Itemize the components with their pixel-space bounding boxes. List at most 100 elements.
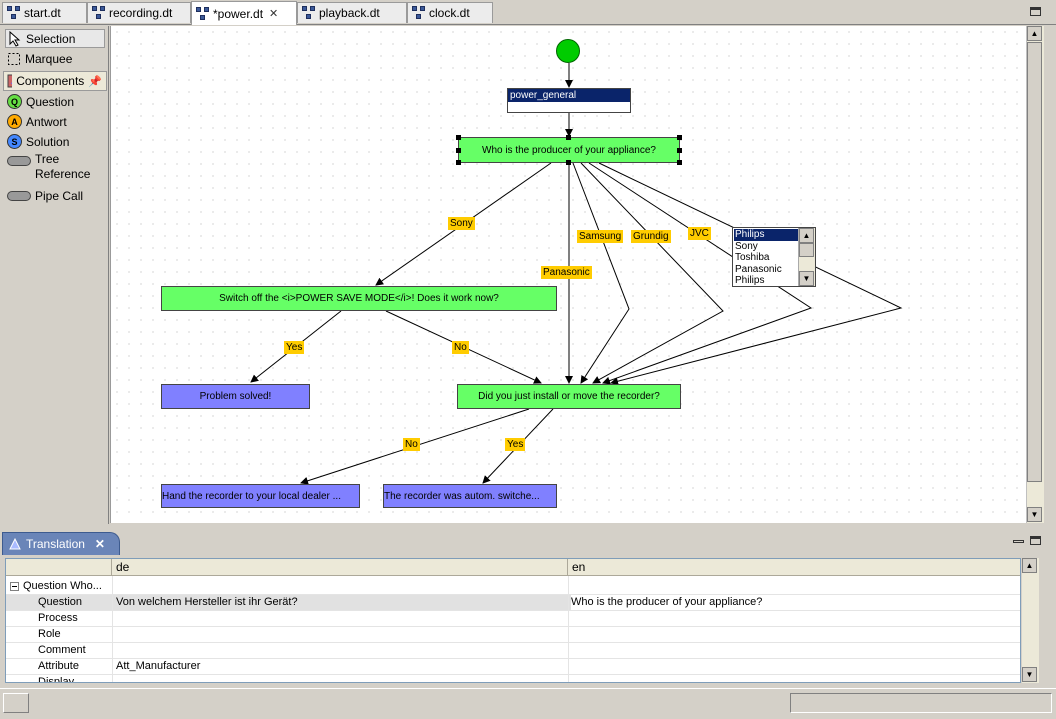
tab-start[interactable]: start.dt [2,2,87,23]
translation-table: de en Question Who... Question Von welch… [5,558,1021,683]
solution-label: Solution [26,134,70,149]
status-field [3,693,29,713]
selection-handle[interactable] [456,148,461,153]
selection-tool[interactable]: Selection [5,29,105,48]
row-de[interactable]: Von welchem Hersteller ist ihr Gerät? [116,596,298,608]
tab-recording[interactable]: recording.dt [87,2,191,23]
scroll-thumb[interactable] [799,243,814,257]
list-item[interactable]: Philips [734,229,798,241]
column-header-en[interactable]: en [568,559,1020,576]
diagram-canvas[interactable]: power_general Who is the producer of you… [110,26,1026,523]
selection-label: Selection [26,31,76,46]
pill-icon [7,156,31,166]
minimize-icon[interactable] [1013,540,1024,543]
maximize-icon[interactable] [1030,536,1041,545]
label-no[interactable]: No [452,341,469,354]
row-de[interactable] [116,627,566,642]
table-row[interactable]: Process [6,611,1020,627]
marquee-tool[interactable]: Marquee [5,49,105,68]
pipe-call-tool[interactable]: Pipe Call [5,186,105,205]
list-item[interactable]: Toshiba [735,252,770,263]
selection-handle[interactable] [677,148,682,153]
pin-icon[interactable]: 📌 [88,75,102,88]
components-drawer[interactable]: Components 📌 [3,71,107,91]
connections-layer [250,63,903,485]
tab-clock[interactable]: clock.dt [407,2,493,23]
scroll-down-icon[interactable]: ▼ [799,271,814,286]
column-header-de[interactable]: de [112,559,568,576]
arrow-cursor-icon [9,30,21,47]
collapse-icon[interactable] [10,579,20,594]
row-en[interactable] [571,627,1020,642]
table-row[interactable]: Question Von welchem Hersteller ist ihr … [6,595,1020,611]
row-de[interactable] [116,675,566,682]
tab-playback[interactable]: playback.dt [297,2,407,23]
scroll-down-icon[interactable]: ▼ [1027,507,1042,522]
table-vertical-scrollbar[interactable]: ▲ ▼ [1022,558,1039,683]
table-row[interactable]: Role [6,627,1020,643]
solution-tool[interactable]: S Solution [5,132,105,151]
label-samsung[interactable]: Samsung [577,230,624,243]
selection-handle[interactable] [677,135,682,140]
scroll-up-icon[interactable]: ▲ [799,228,814,243]
selection-handle[interactable] [456,135,461,140]
label-yes[interactable]: Yes [284,341,305,354]
tab-label: recording.dt [109,6,173,20]
row-de[interactable] [116,611,566,626]
label-panasonic[interactable]: Panasonic [541,266,592,279]
table-row[interactable]: Display [6,675,1020,682]
row-key: Question [38,596,83,608]
row-en[interactable] [571,643,1020,658]
question-producer-node[interactable]: Who is the producer of your appliance? [458,137,680,163]
table-row[interactable]: Question Who... [6,579,1020,595]
tab-translation[interactable]: Translation ✕ [2,532,120,555]
solution-autom-node[interactable]: The recorder was autom. switche... [383,484,557,508]
close-icon[interactable]: ✕ [94,537,105,551]
label-no[interactable]: No [403,438,420,451]
label-grundig[interactable]: Grundig [631,230,671,243]
solution-solved-node[interactable]: Problem solved! [161,384,310,409]
selection-handle[interactable] [456,160,461,165]
label-sony[interactable]: Sony [448,217,475,230]
selection-handle[interactable] [677,160,682,165]
tree-node[interactable]: power_general [507,88,631,113]
row-de[interactable]: Att_Manufacturer [116,660,201,672]
canvas-vertical-scrollbar[interactable]: ▲ ▼ [1026,26,1044,523]
row-en[interactable] [571,611,1020,626]
row-key: Comment [38,644,86,656]
solution-icon: S [7,134,22,149]
row-en[interactable] [571,659,1020,674]
tab-power[interactable]: *power.dt ✕ [191,1,297,25]
label-jvc[interactable]: JVC [688,227,711,240]
scroll-up-icon[interactable]: ▲ [1027,26,1042,41]
question-switch-node[interactable]: Switch off the <i>POWER SAVE MODE</i>! D… [161,286,557,311]
maximize-icon[interactable] [1030,7,1041,16]
tree-reference-tool[interactable]: Tree Reference [5,152,105,186]
selection-handle[interactable] [566,135,571,140]
scroll-thumb[interactable] [1027,42,1042,482]
list-item[interactable]: Philips [735,275,765,286]
column-header-key[interactable] [6,559,112,576]
row-en[interactable]: Who is the producer of your appliance? [571,595,1020,610]
tab-label: playback.dt [319,6,380,20]
question-install-node[interactable]: Did you just install or move the recorde… [457,384,681,409]
row-en[interactable] [571,675,1020,682]
row-de[interactable] [116,643,566,658]
table-row[interactable]: Attribute Att_Manufacturer [6,659,1020,675]
listbox-scrollbar[interactable]: ▲ ▼ [798,228,815,286]
question-tool[interactable]: Q Question [5,92,105,111]
pill-icon [7,190,31,201]
table-row[interactable]: Comment [6,643,1020,659]
list-item[interactable]: Sony [735,240,758,252]
answer-tool[interactable]: A Antwort [5,112,105,131]
question-icon: Q [7,94,22,109]
scroll-up-icon[interactable]: ▲ [1022,558,1037,573]
start-node[interactable] [556,39,580,63]
list-item[interactable]: Panasonic [735,263,782,275]
solution-dealer-node[interactable]: Hand the recorder to your local dealer .… [161,484,360,508]
selection-handle[interactable] [566,160,571,165]
scroll-down-icon[interactable]: ▼ [1022,667,1037,682]
label-yes[interactable]: Yes [505,438,526,451]
close-icon[interactable]: ✕ [269,8,279,20]
answer-listbox[interactable]: Philips Sony Toshiba Panasonic Philips ▲… [732,227,816,287]
